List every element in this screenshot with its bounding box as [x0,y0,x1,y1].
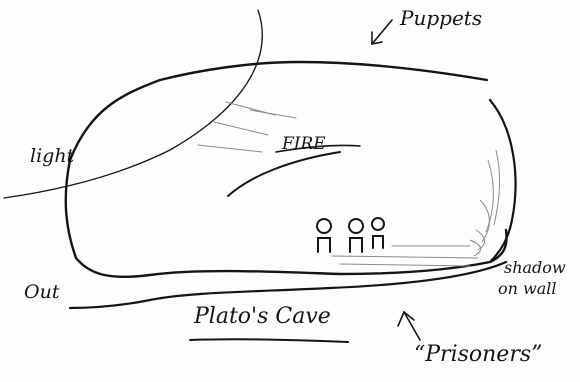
prisoner-seat-lines [332,246,478,266]
light-arc [4,10,262,198]
wall-shadow-shading [470,150,500,256]
puppets-label: Puppets [400,8,482,28]
puppet-wall-line [228,152,340,196]
title-underline [190,339,348,342]
cave-outline [66,62,507,277]
prisoner-figures [317,218,384,252]
light-label: light [30,147,74,166]
diagram-title: Plato's Cave [194,306,331,328]
shadow-label-line1: shadow [504,260,566,276]
puppets-arrow [372,20,392,44]
out-label: Out [24,283,59,302]
shadow-label-line2: on wall [498,281,557,297]
prisoners-label: “Prisoners” [414,344,542,366]
prisoners-arrow [398,312,420,340]
back-wall [490,100,516,262]
fire-label: FIRE [282,136,326,153]
